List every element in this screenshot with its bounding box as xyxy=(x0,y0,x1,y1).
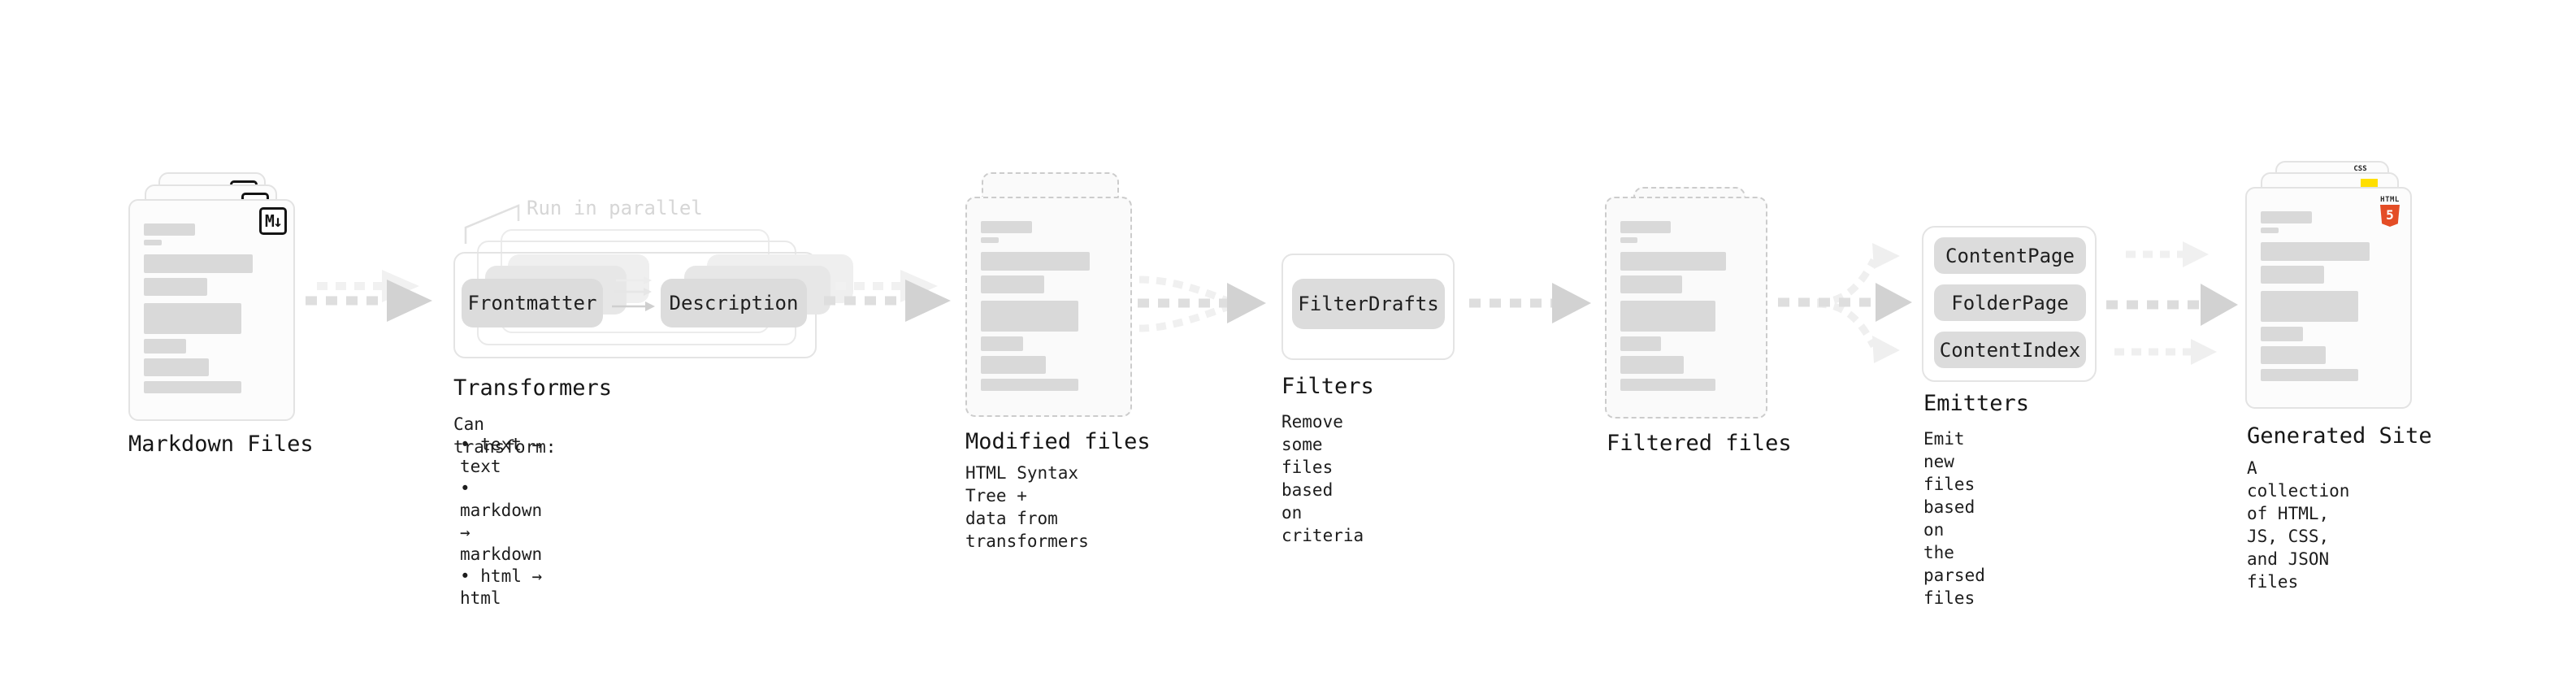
modified-files-description: HTML Syntax Tree + data from transformer… xyxy=(965,463,1089,551)
generated-site-description: A collection of HTML, JS, CSS, and JSON … xyxy=(2247,458,2350,592)
arrow-modified-to-filters xyxy=(1138,275,1266,332)
skeleton-line xyxy=(981,336,1023,351)
skeleton-line xyxy=(144,254,253,273)
skeleton-line xyxy=(981,221,1033,233)
skeleton-line xyxy=(981,301,1079,332)
markdown-icon: M↓ xyxy=(258,207,287,235)
file-skeleton xyxy=(1607,198,1766,391)
skeleton-line xyxy=(1620,301,1715,332)
emitters-box xyxy=(1922,226,2097,382)
description-label: Description xyxy=(669,292,799,314)
skeleton-line xyxy=(144,223,196,236)
skeleton-line xyxy=(144,303,242,334)
file-skeleton xyxy=(2247,189,2410,381)
skeleton-line xyxy=(2261,266,2325,284)
skeleton-line xyxy=(2261,369,2359,381)
emitter-node-folderpage: FolderPage xyxy=(1934,284,2086,321)
skeleton-line xyxy=(144,278,208,296)
arrow-markdown-to-transformers xyxy=(306,270,432,322)
frontmatter-label: Frontmatter xyxy=(467,292,597,314)
skeleton-line xyxy=(1620,356,1684,374)
markdown-files-label: Markdown Files xyxy=(128,432,314,457)
skeleton-line xyxy=(1620,336,1662,351)
can-transform-bullets: • text → text • markdown → markdown • ht… xyxy=(460,435,543,608)
contentindex-label: ContentIndex xyxy=(1939,338,2081,362)
emitter-node-contentindex: ContentIndex xyxy=(1934,332,2086,368)
filter-node-filterdrafts: FilterDrafts xyxy=(1292,279,1445,329)
skeleton-line xyxy=(2261,327,2303,341)
transformers-label: Transformers xyxy=(453,375,613,401)
skeleton-line xyxy=(981,356,1047,374)
skeleton-line xyxy=(2261,228,2279,233)
arrow-filters-to-filtered xyxy=(1469,283,1591,323)
skeleton-line xyxy=(144,339,186,354)
annotation-leader-line xyxy=(464,204,520,244)
folderpage-label: FolderPage xyxy=(1951,291,2069,314)
html5-icon: HTML 5 xyxy=(2379,196,2400,227)
skeleton-line xyxy=(144,240,162,245)
filters-label: Filters xyxy=(1281,374,1374,399)
run-in-parallel-annotation: Run in parallel xyxy=(527,197,703,219)
contentpage-label: ContentPage xyxy=(1945,244,2075,267)
emitter-node-contentpage: ContentPage xyxy=(1934,237,2086,274)
can-transform-title: Can transform: xyxy=(453,414,557,457)
filters-description: Remove some files based on criteria xyxy=(1281,412,1364,545)
generated-site-label: Generated Site xyxy=(2247,423,2432,449)
filtered-files-label: Filtered files xyxy=(1607,431,1792,456)
skeleton-line xyxy=(981,252,1090,271)
skeleton-line xyxy=(2261,242,2370,261)
transformer-node-description: Description xyxy=(661,279,807,327)
skeleton-line xyxy=(1620,275,1683,293)
generated-file-card-html: HTML 5 xyxy=(2245,187,2412,409)
markdown-file-card-front: M↓ xyxy=(128,199,295,421)
skeleton-line xyxy=(2261,291,2359,322)
arrow-emitters-to-generated xyxy=(2106,241,2238,365)
emitters-label: Emitters xyxy=(1923,391,2030,416)
skeleton-line xyxy=(981,275,1045,293)
arrow-filtered-to-emitters xyxy=(1778,243,1912,363)
filterdrafts-label: FilterDrafts xyxy=(1298,293,1439,315)
skeleton-line xyxy=(1620,252,1726,271)
skeleton-line xyxy=(981,237,999,243)
modified-file-card-front xyxy=(965,197,1132,417)
skeleton-line xyxy=(981,379,1079,391)
skeleton-line xyxy=(2261,346,2327,364)
skeleton-line xyxy=(144,381,242,393)
filters-box xyxy=(1281,254,1455,360)
skeleton-line xyxy=(144,358,210,376)
arrow-transformers-to-modified xyxy=(824,270,951,322)
file-skeleton xyxy=(130,201,293,393)
skeleton-line xyxy=(1620,379,1715,391)
emitters-description: Emit new files based on the parsed files xyxy=(1923,429,1985,608)
skeleton-line xyxy=(1620,237,1638,243)
file-skeleton xyxy=(967,198,1130,391)
modified-files-label: Modified files xyxy=(965,429,1151,454)
skeleton-line xyxy=(1620,221,1671,233)
transformer-node-frontmatter: Frontmatter xyxy=(462,279,603,327)
filtered-file-card-front xyxy=(1605,197,1767,419)
parallel-flow-arrows xyxy=(612,276,655,311)
skeleton-line xyxy=(2261,211,2313,223)
